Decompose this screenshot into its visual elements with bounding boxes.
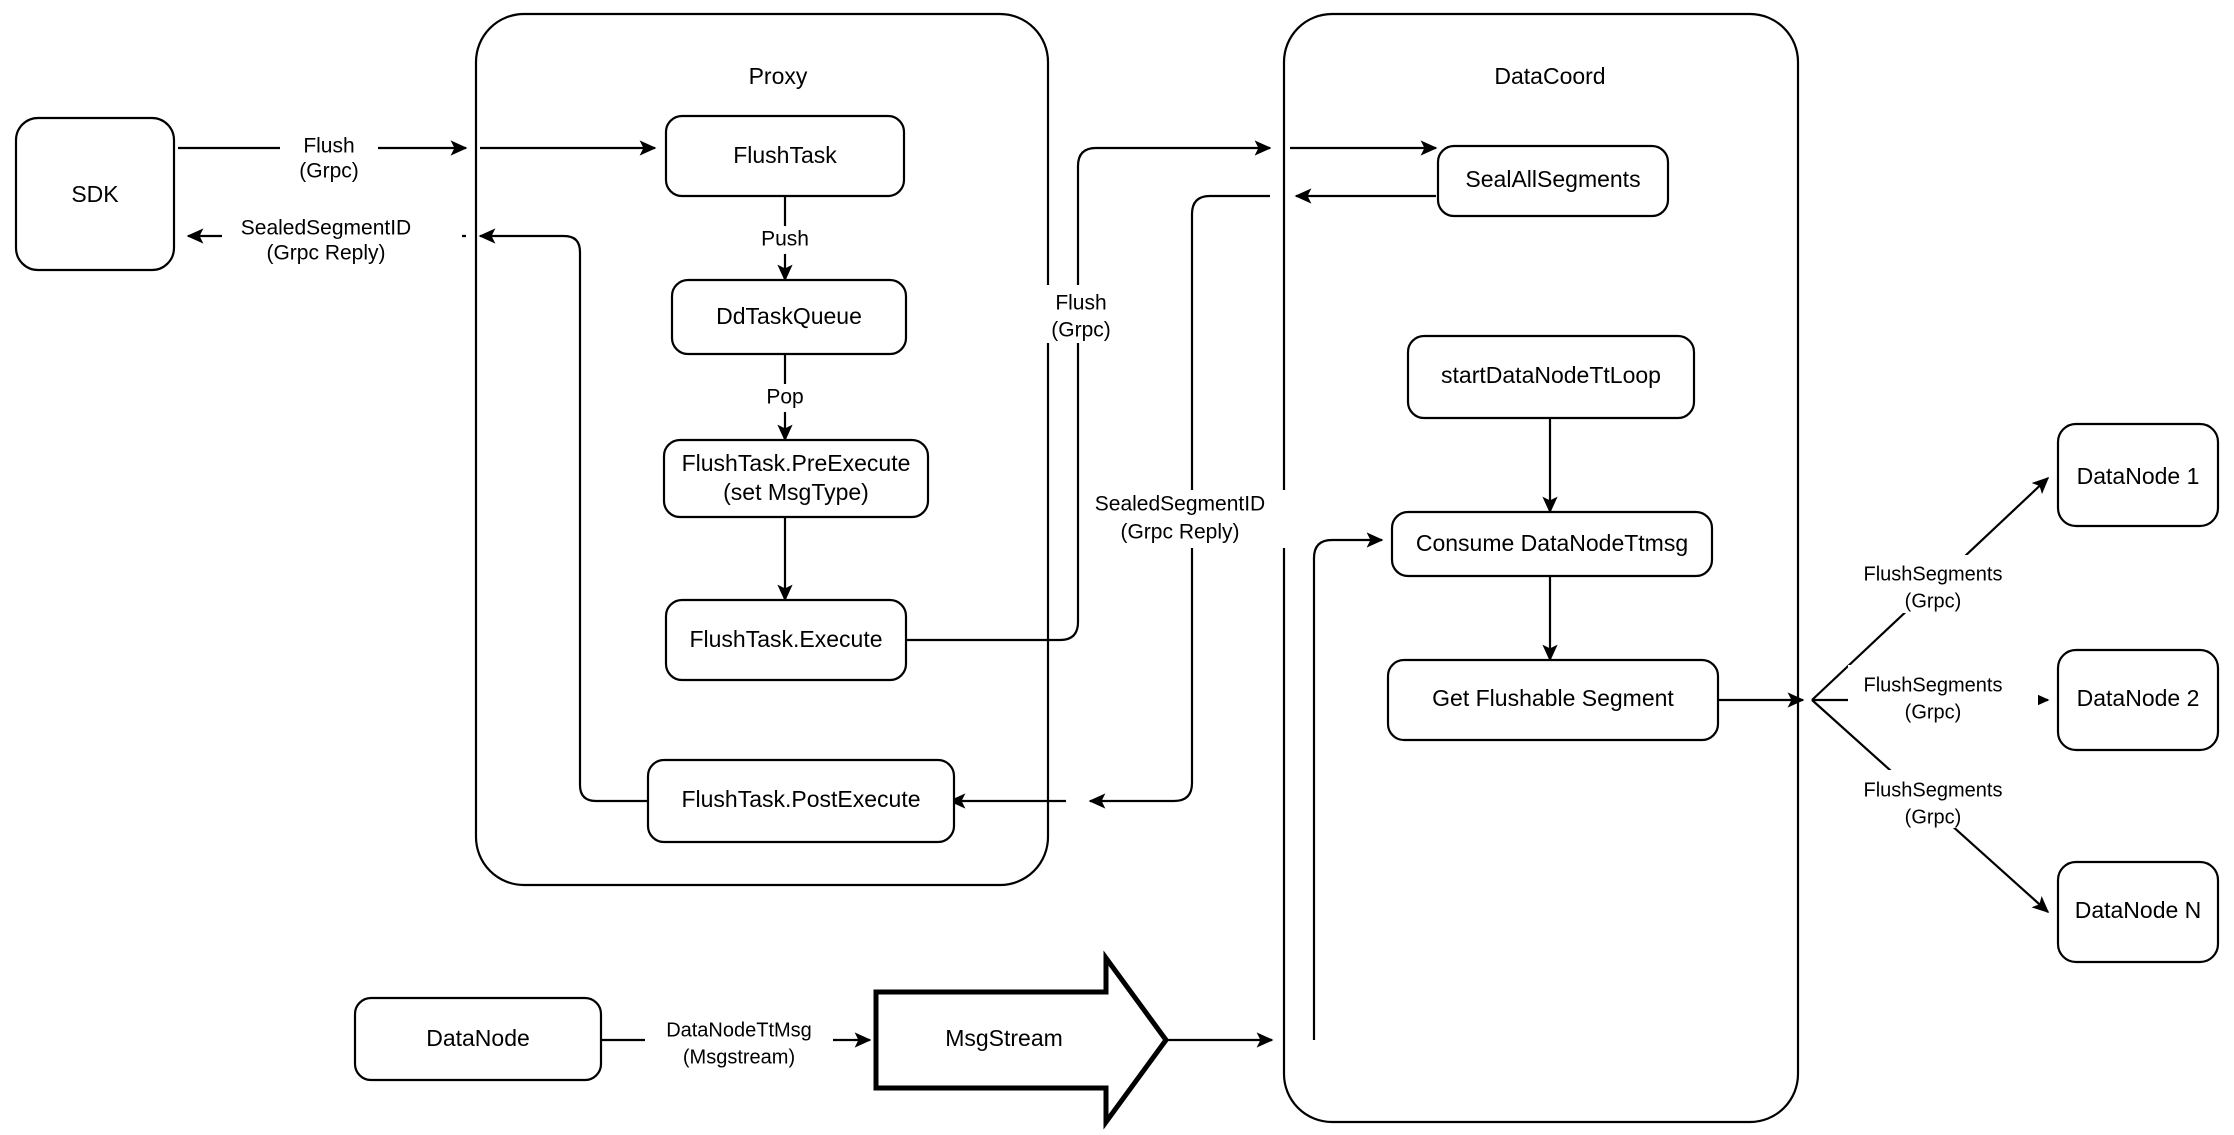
node-msgstream[interactable]: MsgStream: [873, 950, 1170, 1130]
flush-mid-line2: (Grpc): [1051, 319, 1111, 342]
edge-label-pop: Pop: [752, 384, 818, 412]
sealallsegments-box[interactable]: [1436, 144, 1670, 218]
edge-label-sealed-segment-mid: SealedSegmentID (Grpc Reply): [1090, 490, 1298, 548]
group-datacoord: DataCoord: [1282, 12, 1800, 1124]
preexecute-label-line1: FlushTask.PreExecute: [682, 450, 911, 476]
datacoord-label: DataCoord: [1494, 63, 1605, 89]
start-datanode-tt-loop-box[interactable]: [1406, 334, 1696, 420]
preexecute-box[interactable]: [662, 438, 930, 519]
postexecute-box[interactable]: [646, 758, 956, 844]
flush-segments-2-line2: (Grpc): [1905, 701, 1962, 723]
edge-label-flushsegments-1: FlushSegments (Grpc): [1848, 555, 2038, 613]
start-datanode-tt-loop-label: startDataNodeTtLoop: [1441, 362, 1661, 388]
node-postexecute[interactable]: FlushTask.PostExecute: [646, 758, 956, 844]
flush-task-label: FlushTask: [733, 142, 837, 168]
execute-box[interactable]: [664, 598, 908, 682]
proxy-container: [474, 12, 1050, 887]
consume-datanode-ttmsg-box[interactable]: [1390, 510, 1714, 578]
execute-label: FlushTask.Execute: [689, 626, 882, 652]
edge-label-sealed-segment-sdk: SealedSegmentID (Grpc Reply): [222, 210, 462, 268]
edge-label-flush-grpc-mid: Flush (Grpc): [1034, 285, 1132, 343]
msgstream-label: MsgStream: [945, 1025, 1063, 1051]
node-datanode-2[interactable]: DataNode 2: [2056, 648, 2220, 752]
datanode-source-label: DataNode: [426, 1025, 530, 1051]
flush-grpc-line2: (Grpc): [299, 160, 359, 183]
edge-label-flushsegments-2: FlushSegments (Grpc): [1848, 665, 2038, 723]
pop-label: Pop: [766, 386, 803, 409]
edge-msgstream-to-consume: [1312, 532, 1384, 1040]
datacoord-container: [1282, 12, 1800, 1124]
node-get-flushable-segment[interactable]: Get Flushable Segment: [1386, 658, 1720, 742]
flush-segments-n-line1: FlushSegments: [1864, 779, 2003, 801]
consume-datanode-ttmsg-label: Consume DataNodeTtmsg: [1416, 530, 1688, 556]
flush-grpc-line1: Flush: [303, 135, 354, 158]
datanode-2-label: DataNode 2: [2077, 685, 2200, 711]
node-execute[interactable]: FlushTask.Execute: [664, 598, 908, 682]
flush-mid-line1: Flush: [1055, 292, 1106, 315]
edge-execute-to-sealallsegments: [906, 140, 1272, 642]
ddtaskqueue-label: DdTaskQueue: [716, 303, 862, 329]
node-ddtaskqueue[interactable]: DdTaskQueue: [670, 278, 908, 356]
preexecute-label-line2: (set MsgType): [723, 479, 869, 505]
datanode-source-box[interactable]: [353, 996, 603, 1082]
sdk-label: SDK: [71, 181, 119, 207]
edge-label-push: Push: [748, 226, 822, 254]
node-sealallsegments[interactable]: SealAllSegments: [1436, 144, 1670, 218]
msgstream-arrow-shape[interactable]: [873, 950, 1170, 1130]
node-datanode-n[interactable]: DataNode N: [2056, 860, 2220, 964]
sealed-segment-id-line1: SealedSegmentID: [241, 217, 411, 240]
push-label: Push: [761, 228, 809, 251]
node-flush-task[interactable]: FlushTask: [664, 114, 906, 198]
datanode-n-box[interactable]: [2056, 860, 2220, 964]
node-datanode-source[interactable]: DataNode: [353, 996, 603, 1082]
datanode-1-box[interactable]: [2056, 422, 2220, 528]
sdk-box[interactable]: [14, 116, 176, 272]
get-flushable-segment-box[interactable]: [1386, 658, 1720, 742]
flush-segments-1-line2: (Grpc): [1905, 590, 1962, 612]
datanode-2-box[interactable]: [2056, 648, 2220, 752]
postexecute-label: FlushTask.PostExecute: [681, 786, 920, 812]
node-consume-datanode-ttmsg[interactable]: Consume DataNodeTtmsg: [1390, 510, 1714, 578]
flush-segments-2-line1: FlushSegments: [1864, 674, 2003, 696]
node-preexecute[interactable]: FlushTask.PreExecute (set MsgType): [662, 438, 930, 519]
flush-task-box[interactable]: [664, 114, 906, 198]
flush-segments-1-line1: FlushSegments: [1864, 563, 2003, 585]
sealed-mid-line2: (Grpc Reply): [1120, 521, 1239, 544]
datanode-n-label: DataNode N: [2075, 897, 2202, 923]
ddtaskqueue-box[interactable]: [670, 278, 908, 356]
flush-segments-n-line2: (Grpc): [1905, 806, 1962, 828]
datanode-ttmsg-line2: (Msgstream): [683, 1046, 795, 1068]
edge-postexecute-to-boundary: [478, 228, 649, 803]
datanode-ttmsg-line1: DataNodeTtMsg: [666, 1019, 812, 1041]
node-sdk[interactable]: SDK: [14, 116, 176, 272]
sealed-segment-id-line2: (Grpc Reply): [266, 242, 385, 265]
group-proxy: Proxy: [474, 12, 1050, 887]
edge-label-flushsegments-n: FlushSegments (Grpc): [1848, 770, 2038, 828]
node-datanode-1[interactable]: DataNode 1: [2056, 422, 2220, 528]
edge-label-flush-grpc-sdk: Flush (Grpc): [280, 128, 378, 186]
edge-label-datanode-ttmsg: DataNodeTtMsg (Msgstream): [645, 1013, 833, 1069]
proxy-label: Proxy: [749, 63, 808, 89]
node-start-datanode-tt-loop[interactable]: startDataNodeTtLoop: [1406, 334, 1696, 420]
datanode-1-label: DataNode 1: [2077, 463, 2200, 489]
sealallsegments-label: SealAllSegments: [1465, 166, 1640, 192]
get-flushable-segment-label: Get Flushable Segment: [1432, 685, 1674, 711]
sealed-mid-line1: SealedSegmentID: [1095, 493, 1265, 516]
